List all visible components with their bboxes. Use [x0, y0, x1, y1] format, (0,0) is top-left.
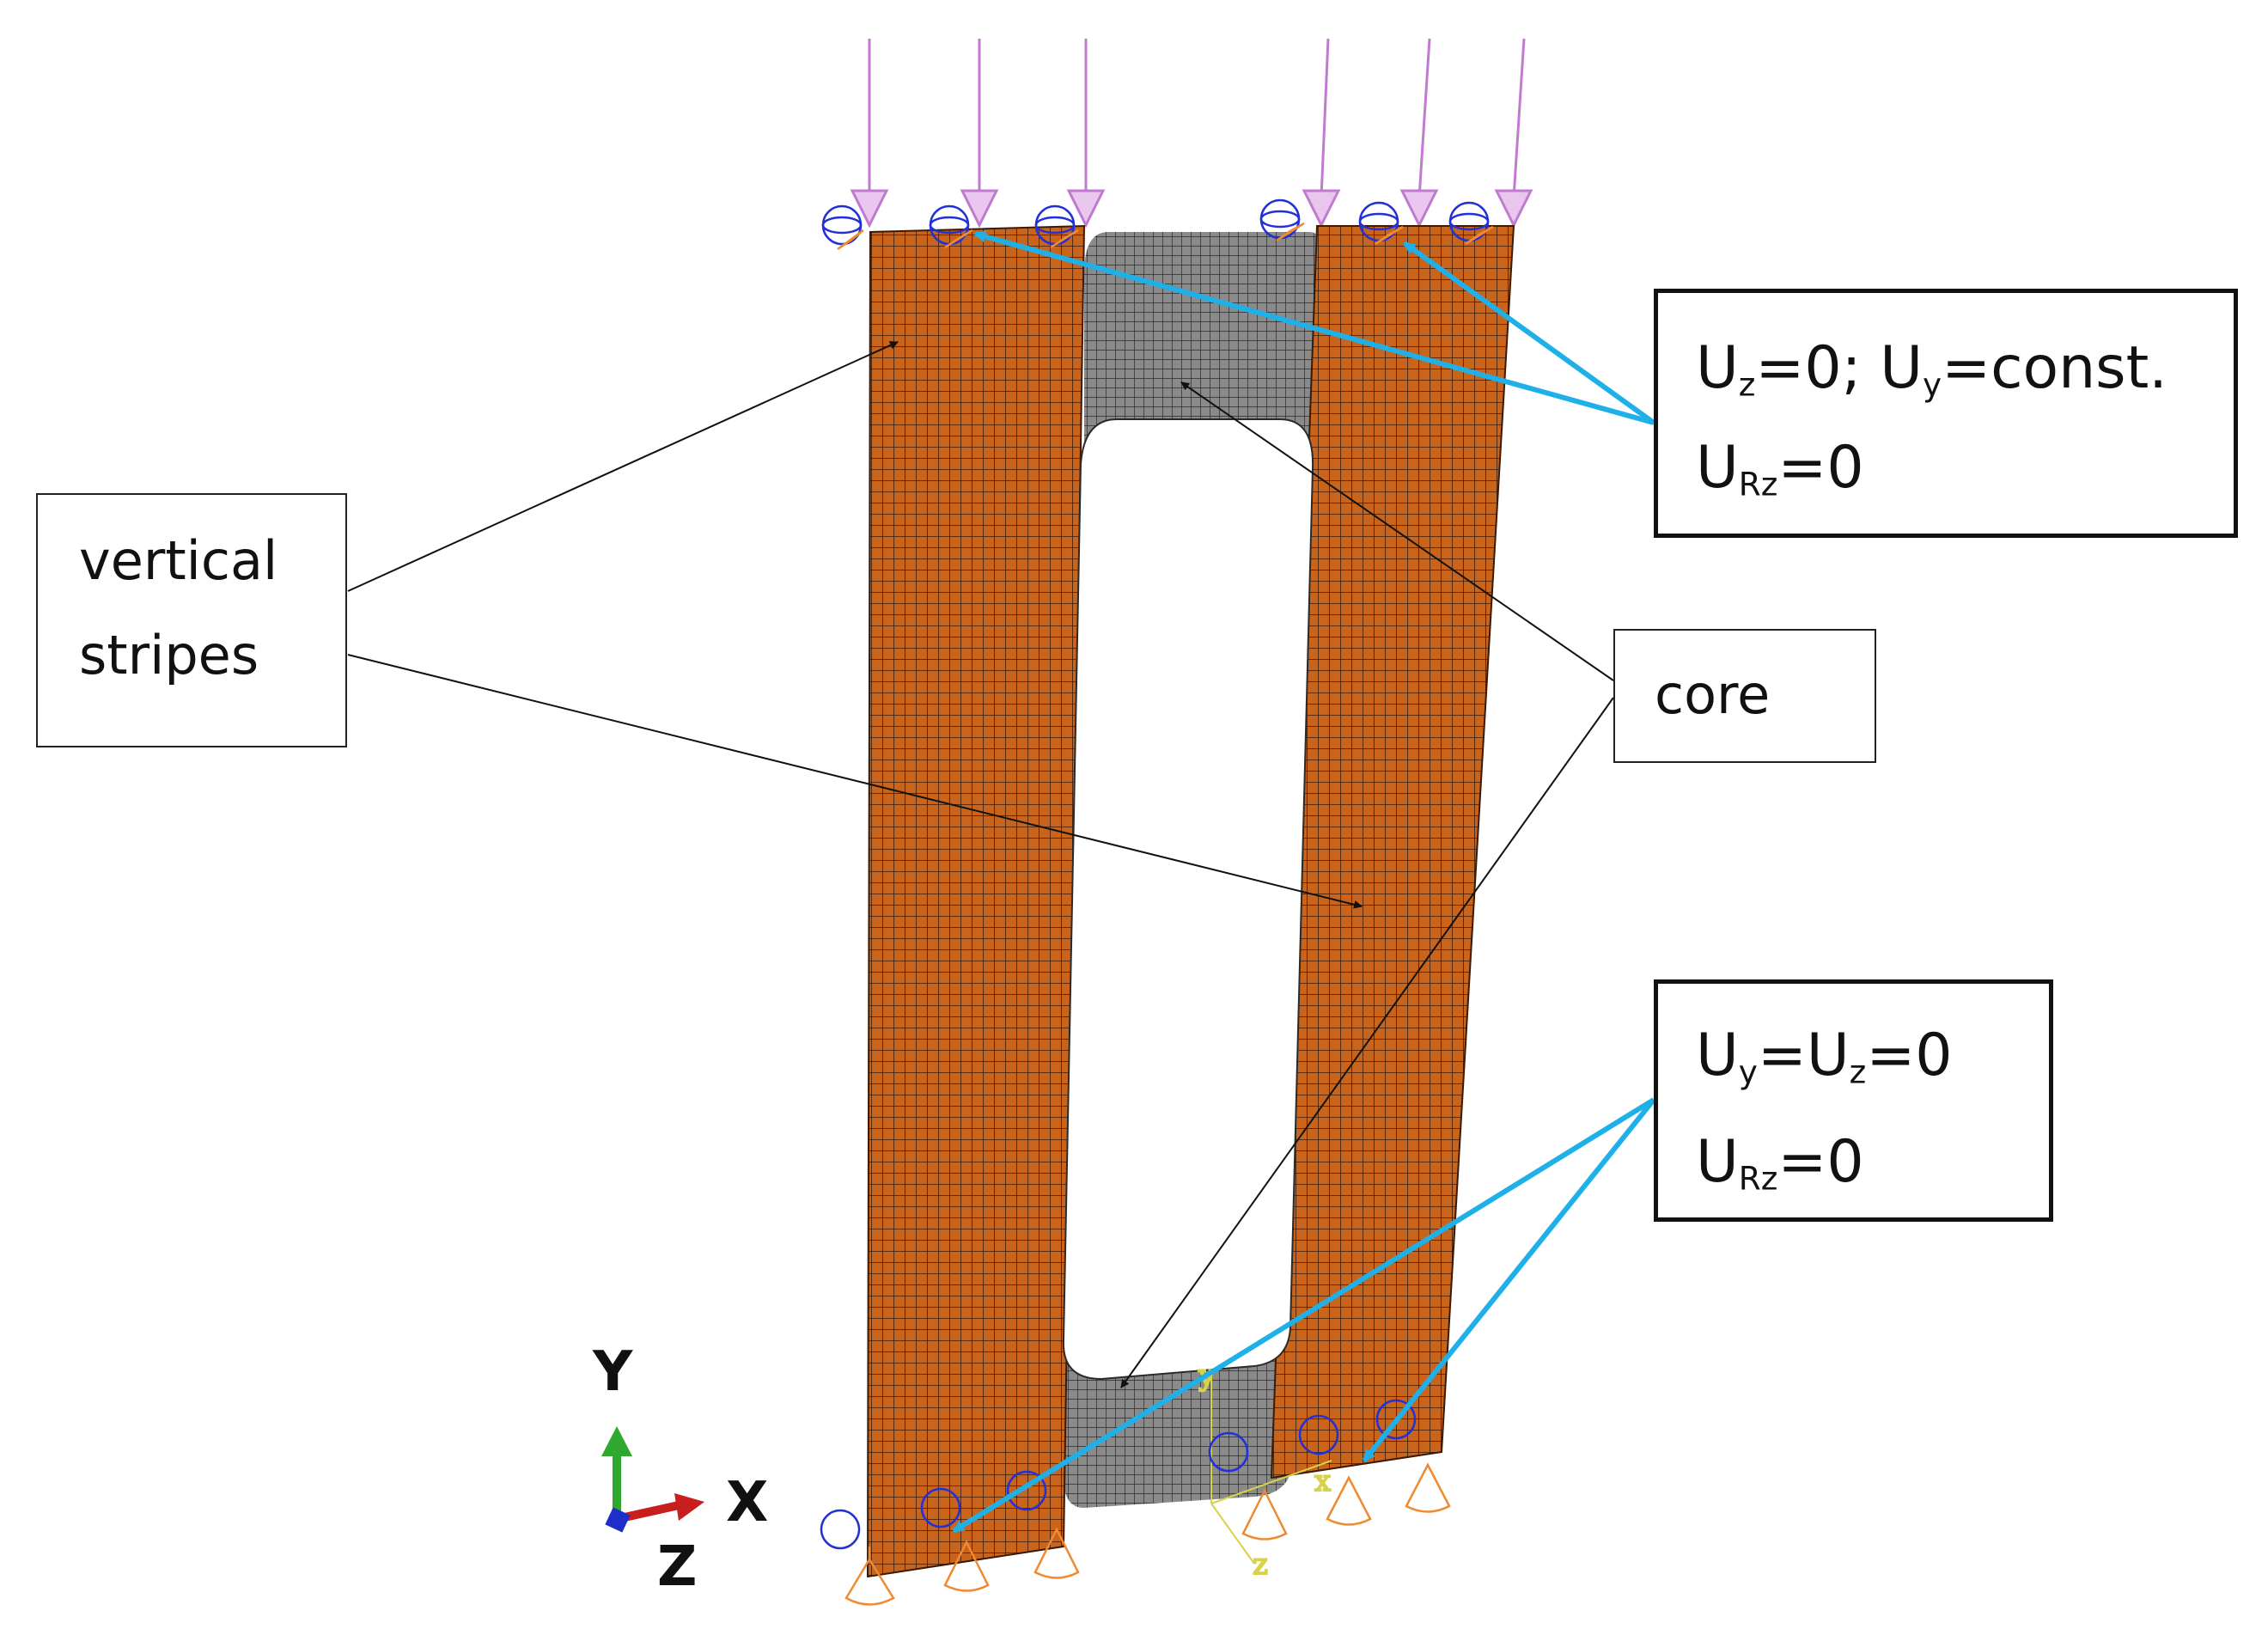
vertical-stripes-label-line2: stripes [79, 624, 259, 686]
vertical-stripes-leaders [347, 341, 1363, 909]
bc-symbol [1448, 201, 1494, 246]
core-callout: core [1613, 629, 1876, 763]
vertical-stripes-callout: vertical stripes [36, 493, 347, 747]
blue-leader [973, 230, 1655, 425]
bc-symbol [1358, 201, 1404, 246]
triad-z-arrow [605, 1507, 631, 1533]
triad-x-label: X [726, 1471, 768, 1534]
support-cone [1298, 1414, 1372, 1526]
blue-leader [952, 1097, 1655, 1534]
top-bc-symbols [821, 198, 1494, 251]
triad-y-arrow [601, 1426, 632, 1456]
small-triad-x-label: x [1314, 1464, 1331, 1498]
core-mesh [1064, 232, 1323, 1508]
triad-z-label: Z [657, 1535, 697, 1599]
vertical-stripes-label-line1: vertical [79, 529, 278, 592]
load-arrow [1302, 38, 1341, 229]
small-triad-z-label: z [1253, 1547, 1268, 1582]
window-opening [1062, 418, 1314, 1381]
leader-line [347, 654, 1363, 909]
triad-y-label: Y [592, 1340, 633, 1404]
bc-symbol [821, 204, 864, 251]
bc-symbol [1259, 198, 1305, 242]
support-cone [1208, 1431, 1288, 1540]
load-arrow [1066, 39, 1106, 229]
core-bottom [1064, 1340, 1289, 1508]
load-arrow [1494, 38, 1533, 229]
support-cone [820, 1509, 895, 1606]
bottom-bc-symbols [820, 1399, 1451, 1606]
core-label: core [1655, 663, 1771, 726]
support-cone [920, 1487, 990, 1592]
support-cone [1375, 1399, 1451, 1513]
bottom-bc-callout: Uy=Uz=0 URz=0 [1654, 979, 2053, 1222]
bc-symbol [929, 204, 973, 249]
core-leaders [1120, 381, 1614, 1388]
top-bc-leaders [973, 230, 1655, 425]
top-bc-line2: URz=0 [1696, 434, 1864, 503]
bc-symbol [1034, 204, 1079, 249]
global-coordinate-triad: Y X Z [592, 1340, 768, 1599]
left-vertical-stripe [866, 224, 1086, 1578]
leader-line [347, 341, 899, 592]
blue-leader [1362, 1098, 1656, 1462]
bottom-bc-line2: URz=0 [1696, 1128, 1864, 1198]
leader-line [1180, 381, 1614, 681]
load-arrow [850, 39, 889, 229]
load-arrows [850, 38, 1533, 229]
support-cone [1006, 1470, 1080, 1579]
core-top [1084, 232, 1323, 455]
triad-x-arrow [674, 1493, 704, 1521]
load-arrow [1399, 38, 1439, 229]
top-bc-callout: Uz=0; Uy=const. URz=0 [1654, 289, 2238, 538]
bottom-bc-leaders [952, 1097, 1656, 1534]
leader-line [1120, 697, 1614, 1388]
load-arrow [960, 39, 999, 229]
top-bc-line1: Uz=0; Uy=const. [1696, 334, 2167, 404]
blue-leader [1403, 241, 1655, 425]
bottom-bc-line1: Uy=Uz=0 [1696, 1022, 1953, 1091]
